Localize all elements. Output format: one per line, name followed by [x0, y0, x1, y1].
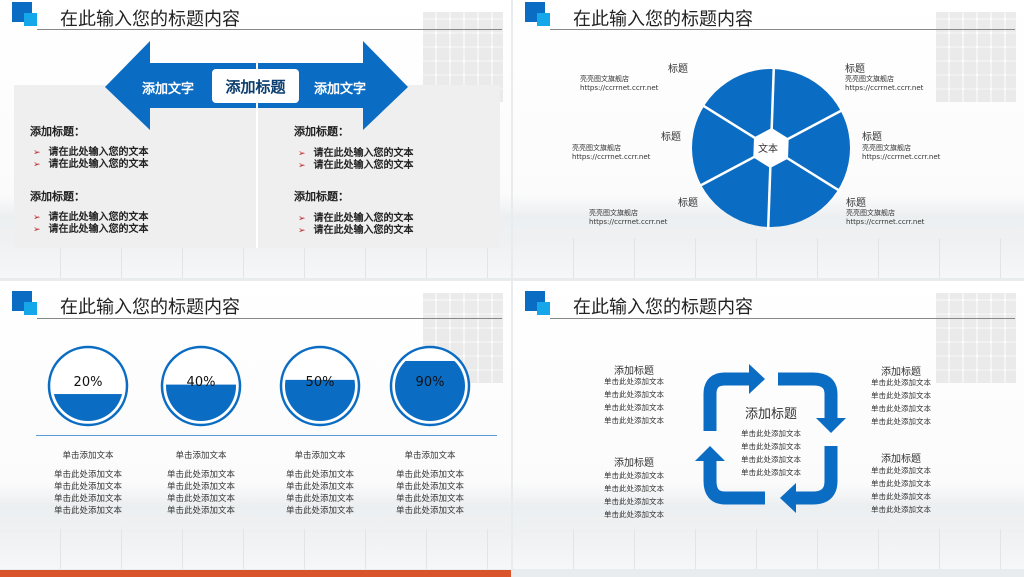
center-label: 文本 — [758, 144, 778, 155]
percentage-gauges — [47, 345, 471, 427]
gauge-text: 单击此处添加文本单击此处添加文本单击此处添加文本单击此处添加文本 — [53, 470, 122, 516]
arrow-bullet-icon: ➢ — [298, 149, 306, 159]
title-underline — [37, 318, 502, 319]
arrow-bullet-icon: ➢ — [33, 160, 41, 170]
logo-squares-icon — [12, 2, 38, 28]
slide-title: 在此输入您的标题内容 — [573, 297, 753, 318]
gauge-text: 单击此处添加文本单击此处添加文本单击此处添加文本单击此处添加文本 — [285, 470, 354, 516]
gauge — [160, 345, 242, 427]
column-divider — [256, 62, 258, 248]
slide-4-thumbnail[interactable]: 在此输入您的标题内容 添加标题 单击此处添加文本单击此处添加文本单击此处添加文本… — [513, 281, 1024, 569]
slide-title: 在此输入您的标题内容 — [573, 9, 753, 30]
group-heading: 添加标题： — [294, 190, 349, 203]
gauge-fill — [395, 360, 465, 421]
item-title: 标题 — [862, 132, 882, 143]
gauge — [389, 345, 471, 427]
floor-background — [513, 529, 1024, 569]
group-heading: 添加标题： — [30, 190, 85, 203]
logo-squares-icon — [525, 2, 551, 28]
item-title: 标题 — [846, 198, 866, 209]
logo-squares-icon — [12, 291, 38, 317]
hexagon-pie-diagram — [692, 66, 850, 230]
item-title: 标题 — [668, 64, 688, 75]
center-hexagon — [753, 128, 789, 168]
separator-line — [36, 435, 497, 436]
group-heading: 添加标题： — [30, 125, 85, 138]
decorative-tiles — [936, 293, 1016, 383]
bullet-item: ➢请在此处输入您的文本 — [298, 160, 414, 171]
gauge-text: 单击此处添加文本单击此处添加文本单击此处添加文本单击此处添加文本 — [395, 470, 464, 516]
gauge — [279, 345, 361, 427]
arrow-bullet-icon: ➢ — [33, 148, 41, 158]
block-text: 单击此处添加文本单击此处添加文本单击此处添加文本单击此处添加文本 — [871, 466, 931, 514]
bullet-item: ➢请在此处输入您的文本 — [298, 213, 414, 224]
gauge-caption: 单击添加文本 — [62, 451, 114, 461]
item-title: 标题 — [678, 198, 698, 209]
item-title: 标题 — [845, 64, 865, 75]
block-text: 单击此处添加文本单击此处添加文本单击此处添加文本单击此处添加文本 — [604, 377, 664, 425]
slide-1-thumbnail[interactable]: 在此输入您的标题内容 添加文字 添加文字 添加标题 添加标题： ➢请在此处输入您… — [0, 0, 511, 278]
block-title: 添加标题 — [881, 454, 921, 465]
arrow-bullet-icon: ➢ — [298, 226, 306, 236]
block-text: 单击此处添加文本单击此处添加文本单击此处添加文本单击此处添加文本 — [871, 378, 931, 426]
center-title: 添加标题 — [744, 407, 797, 422]
gauge-percent: 40% — [186, 375, 216, 390]
block-title: 添加标题 — [881, 367, 921, 378]
bullet-item: ➢请在此处输入您的文本 — [298, 148, 414, 159]
arrow-bullet-icon: ➢ — [298, 161, 306, 171]
title-underline — [37, 29, 502, 30]
slide-title: 在此输入您的标题内容 — [60, 297, 240, 318]
block-text: 单击此处添加文本单击此处添加文本单击此处添加文本单击此处添加文本 — [604, 471, 664, 519]
slide-3-thumbnail[interactable]: 在此输入您的标题内容 20% 单击添加文本单击此处添加文本单击此处添加文本单击此处… — [0, 281, 511, 569]
title-underline — [550, 318, 1015, 319]
gauge-percent: 90% — [415, 375, 445, 390]
decorative-tiles — [936, 12, 1016, 102]
bullet-item: ➢请在此处输入您的文本 — [33, 159, 149, 170]
gauge-caption: 单击添加文本 — [175, 451, 227, 461]
slide-title: 在此输入您的标题内容 — [60, 9, 240, 30]
arrow-bullet-icon: ➢ — [33, 225, 41, 235]
floor-background — [513, 238, 1024, 278]
next-slide-thumbnail-edge[interactable] — [0, 570, 511, 577]
bullet-item: ➢请在此处输入您的文本 — [33, 147, 149, 158]
gauge-percent: 50% — [305, 375, 335, 390]
gauge — [47, 345, 129, 427]
floor-background — [0, 529, 511, 569]
logo-squares-icon — [525, 291, 551, 317]
arrow-bullet-icon: ➢ — [298, 214, 306, 224]
center-text: 单击此处添加文本单击此处添加文本单击此处添加文本单击此处添加文本 — [741, 429, 801, 477]
gauge-text: 单击此处添加文本单击此处添加文本单击此处添加文本单击此处添加文本 — [166, 470, 235, 516]
title-underline — [550, 29, 1015, 30]
gauge-percent: 20% — [73, 375, 103, 390]
arrow-bullet-icon: ➢ — [33, 213, 41, 223]
center-label: 添加标题 — [212, 69, 299, 103]
gauge-caption: 单击添加文本 — [294, 451, 346, 461]
cycle-arrows-icon — [695, 364, 846, 513]
bullet-item: ➢请在此处输入您的文本 — [33, 224, 149, 235]
right-arrow-label: 添加文字 — [314, 82, 367, 97]
bullet-item: ➢请在此处输入您的文本 — [33, 212, 149, 223]
group-heading: 添加标题： — [294, 125, 349, 138]
bullet-item: ➢请在此处输入您的文本 — [298, 225, 414, 236]
item-title: 标题 — [661, 132, 681, 143]
block-title: 添加标题 — [614, 458, 654, 469]
left-arrow-label: 添加文字 — [142, 82, 195, 97]
block-title: 添加标题 — [614, 366, 654, 377]
gauge-caption: 单击添加文本 — [404, 451, 456, 461]
